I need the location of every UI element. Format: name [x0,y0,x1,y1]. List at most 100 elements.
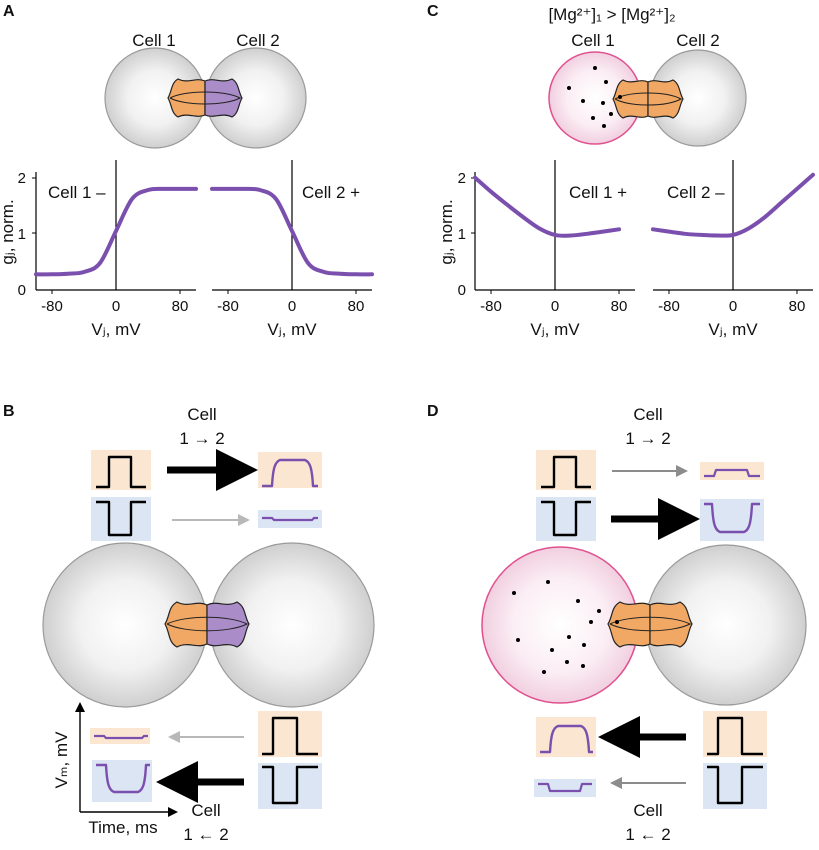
large-response-d-bottom [540,724,593,754]
conductance-curve-a-left [34,186,198,277]
plot-c-left: 0 1 2 gⱼ, norm. -80 0 80 Vⱼ, mV Cell 1 + [437,160,635,339]
gap-junction-channel-a [167,78,243,118]
pore-line-d [609,616,692,632]
x-axis-label-a-right: Vⱼ, mV [267,320,317,339]
panel-letter-a: A [3,3,15,20]
small-response-b [262,516,318,522]
hemichannel-right-d [649,601,693,648]
hemichannel-left-c [612,79,649,119]
panel-letter-d: D [427,403,439,420]
pulse-box-blue-d-bottom [703,763,767,809]
x-tick-label-m80-a-left: -80 [41,298,63,315]
thin-arrow-head-d-bottom [610,777,622,789]
positive-pulse-b [96,455,146,489]
large-neg-response-d [704,502,760,534]
direction-top-label-b-line2: 1 → 2 [179,429,224,448]
direction-bottom-label-d-line2: 1 ← 2 [625,825,670,844]
negative-pulse-d [541,500,591,537]
x-tick-label-80-c-left: 80 [611,298,628,315]
plot-c-right: -80 0 80 Vⱼ, mV Cell 2 – [651,160,815,339]
large-response-b [262,458,318,488]
plot-a-right: -80 0 80 Vⱼ, mV Cell 2 + [210,160,374,339]
time-axis-head-b [168,807,178,817]
mg-ion [581,664,585,668]
panel-letter-c: C [427,3,439,20]
y-tick-label-2-c: 2 [458,170,466,187]
y-tick-label-1-a: 1 [18,226,26,243]
mg-ion [512,591,516,595]
x-tick-label-0-c-right: 0 [729,298,737,315]
cell2-label-a: Cell 2 [236,31,279,50]
direction-bottom-label-d-line1: Cell [633,801,662,820]
x-tick-label-m80-c-right: -80 [658,298,680,315]
x-tick-label-80-c-right: 80 [789,298,806,315]
conductance-curve-c-left [473,175,621,238]
plot-a-left: 0 1 2 gⱼ, norm. -80 0 80 Vⱼ, mV Cell 1 – [0,160,198,339]
curve-label-c-left: Cell 1 + [569,183,627,202]
pore-line-b [166,616,249,632]
direction-top-label-b-line1: Cell [187,405,216,424]
y-axis-label-b: Vₘ, mV [52,731,71,789]
pulse-box-blue-d-top [536,497,596,541]
mg-ion [601,101,605,105]
response-box-blue-b-bottom [92,760,152,802]
hemichannel-left-a [167,78,206,118]
y-tick-label-2-a: 2 [18,170,26,187]
response-box-blue-d-top [700,499,764,541]
mg-ion [593,66,597,70]
y-axis-label-c: gⱼ, norm. [437,199,456,264]
cell1-label-a: Cell 1 [132,31,175,50]
mg-ion [604,80,608,84]
negative-pulse-d-bottom [707,765,763,805]
hemichannel-right-c [647,79,684,119]
x-tick-label-0-a-left: 0 [112,298,120,315]
mg-ion-in-channel [618,95,622,99]
thin-arrow-head-b-bottom [168,731,180,743]
mg-ion [567,635,571,639]
small-response-b-bottom [94,734,148,740]
positive-pulse-d-bottom [707,716,763,756]
mg-ion [516,638,520,642]
thin-arrow-head-d-top [676,465,688,477]
x-axis-label-c-left: Vⱼ, mV [530,320,580,339]
mg-condition-label: [Mg²⁺]₁ > [Mg²⁺]₂ [548,5,675,24]
hemichannel-right-a [204,78,243,118]
negative-pulse-b-bottom [262,765,318,805]
mg-ion [550,648,554,652]
positive-pulse-b-bottom [262,716,318,756]
hemichannel-right-b [206,601,250,648]
pore-line-c [614,92,683,106]
vm-axis-head-b [75,702,85,712]
y-tick-label-1-c: 1 [458,226,466,243]
response-box-orange-d-bottom [536,717,596,757]
mg-ion [567,86,571,90]
gap-junction-channel-d [607,601,693,648]
mg-ion [591,116,595,120]
curve-label-a-right: Cell 2 + [302,183,360,202]
mg-ion-in-channel-d [615,620,619,624]
curve-label-c-right: Cell 2 – [667,183,725,202]
small-response-d [704,468,760,478]
hemichannel-left-b [164,601,208,648]
cell2-label-c: Cell 2 [676,31,719,50]
x-axis-label-a-left: Vⱼ, mV [91,320,141,339]
mg-ion [609,112,613,116]
positive-pulse-d [541,455,591,489]
negative-pulse-b [96,500,146,537]
direction-bottom-label-b-line2: 1 ← 2 [183,825,228,844]
mg-ion [582,643,586,647]
y-tick-label-0-a: 0 [18,282,26,299]
gap-junction-channel-c [612,79,684,119]
mg-ion [542,670,546,674]
x-axis-label-b: Time, ms [88,818,157,837]
y-axis-label-a: gⱼ, norm. [0,199,17,264]
curve-label-a-left: Cell 1 – [48,183,106,202]
response-box-blue-d-bottom [534,779,596,797]
mg-ion [576,599,580,603]
y-tick-label-0-c: 0 [458,282,466,299]
mg-ion [546,580,550,584]
small-neg-response-d-bottom [538,782,592,793]
mg-ion [589,620,593,624]
panel-letter-b: B [3,403,15,420]
